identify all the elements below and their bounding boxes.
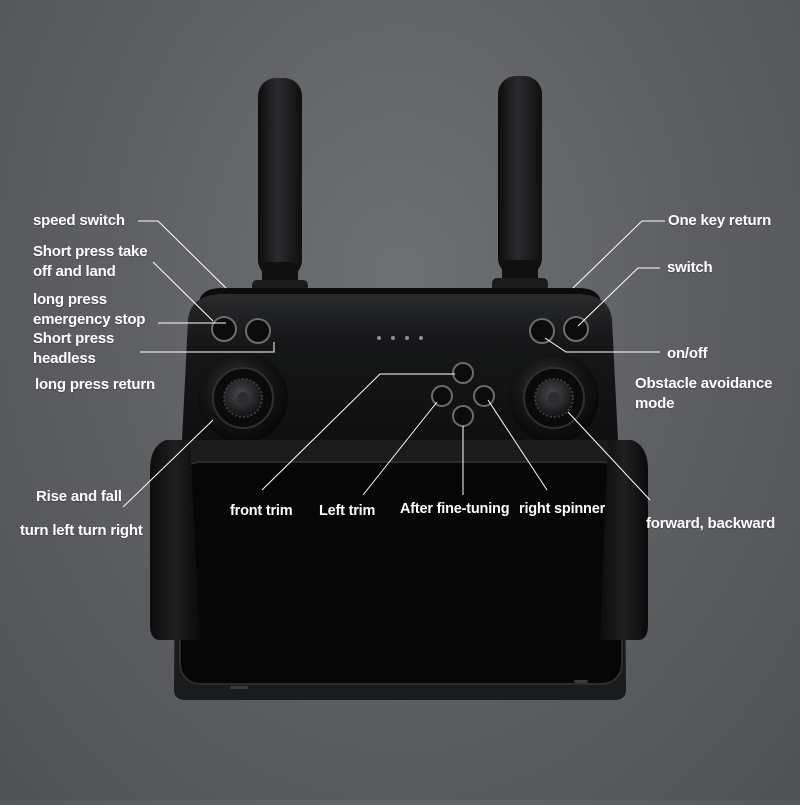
long-press-return-label: long press return — [35, 376, 155, 393]
speed-switch-label: speed switch — [33, 212, 125, 229]
charging-port — [230, 686, 248, 689]
headless-label: Short press headless — [33, 330, 115, 367]
forward-backward-label: forward, backward — [646, 515, 776, 532]
after-fine-tuning-label: After fine-tuning — [400, 501, 510, 517]
emergency-stop-label: long press emergency stop — [33, 291, 146, 328]
front-trim-label: front trim — [230, 503, 293, 519]
right-antenna — [492, 76, 548, 296]
left-trim-label: Left trim — [319, 503, 376, 519]
leader-lines — [122, 220, 665, 508]
phone-port — [574, 680, 588, 683]
indicator-lights — [377, 336, 423, 340]
on-off-label: on/off — [667, 345, 708, 362]
left-clamp-arm — [150, 440, 200, 640]
trim-buttons — [431, 362, 495, 427]
left-top-buttons — [211, 316, 271, 344]
turn-left-right-label: turn left turn right — [20, 522, 143, 539]
rise-and-fall-label: Rise and fall — [36, 488, 122, 505]
controller-body — [182, 294, 618, 472]
switch-label: switch — [667, 259, 713, 276]
right-joystick — [509, 353, 599, 443]
obstacle-avoidance-label: Obstacle avoidance mode — [635, 375, 773, 412]
takeoff-land-label: Short press take off and land — [33, 243, 148, 280]
right-spinner-label: right spinner — [519, 501, 606, 517]
phone-screen — [179, 461, 623, 685]
one-key-return-label: One key return — [668, 212, 772, 229]
right-top-buttons — [529, 316, 589, 344]
right-clamp-arm — [600, 440, 648, 640]
left-antenna — [252, 78, 308, 298]
left-joystick — [198, 353, 288, 443]
